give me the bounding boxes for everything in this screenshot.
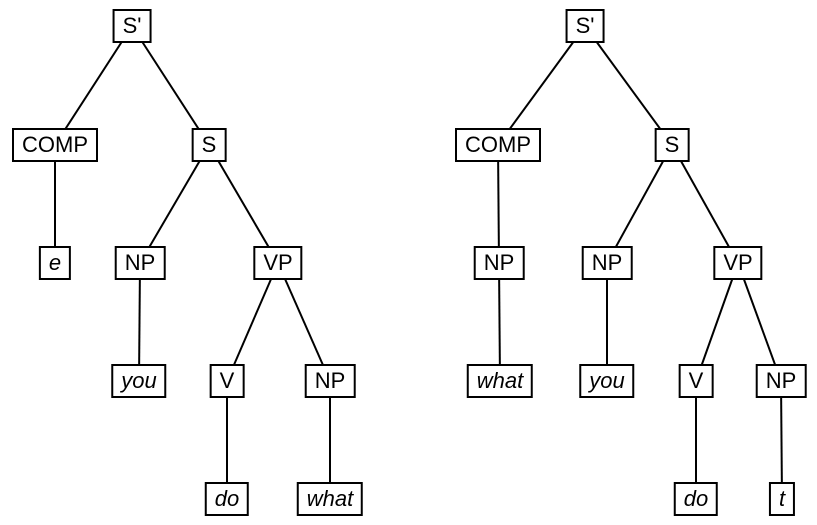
right-tree-node-sbar: S' xyxy=(565,9,605,43)
left-tree-node-what: what xyxy=(296,482,364,516)
left-tree-edge-s-vp xyxy=(208,144,279,264)
right-tree-node-comp: COMP xyxy=(455,128,541,162)
left-tree-edge-vp-v xyxy=(226,262,279,382)
right-tree-edge-vp-v xyxy=(695,262,739,382)
left-tree-edge-sbar-comp xyxy=(54,25,133,146)
left-tree-node-v: V xyxy=(209,364,245,398)
left-tree-node-e: e xyxy=(38,246,72,280)
right-tree-node-np-obj: NP xyxy=(755,364,807,398)
right-tree-edge-np-obj-t xyxy=(780,380,783,500)
left-tree-node-np-subj: NP xyxy=(114,246,166,280)
right-tree-node-what: what xyxy=(466,364,534,398)
right-tree-edge-s-vp xyxy=(671,144,739,264)
left-tree-edge-np-subj-you xyxy=(138,262,141,382)
right-tree-node-do: do xyxy=(673,482,719,516)
left-tree-edge-s-np-subj xyxy=(139,144,210,264)
right-tree-edge-vp-np-obj xyxy=(737,262,782,382)
left-tree-node-s: S xyxy=(191,128,227,162)
right-tree-edge-np-comp-what xyxy=(498,262,501,382)
left-tree-node-do: do xyxy=(204,482,250,516)
right-tree-node-you: you xyxy=(579,364,635,398)
left-tree-edge-sbar-s xyxy=(131,25,210,146)
left-tree-node-sbar: S' xyxy=(112,9,152,43)
right-tree-edge-sbar-comp xyxy=(497,25,586,146)
right-tree-node-v: V xyxy=(678,364,714,398)
right-tree-edge-sbar-s xyxy=(584,25,673,146)
right-tree-node-np-subj: NP xyxy=(581,246,633,280)
left-tree-node-np-obj: NP xyxy=(304,364,356,398)
right-tree-node-s: S xyxy=(654,128,690,162)
right-tree-edge-comp-np-comp xyxy=(497,144,500,264)
left-tree-node-comp: COMP xyxy=(12,128,98,162)
left-tree-node-vp: VP xyxy=(253,246,303,280)
right-tree-node-np-comp: NP xyxy=(473,246,525,280)
right-tree-node-t: t xyxy=(768,482,796,516)
left-tree-edge-vp-np-obj xyxy=(277,262,331,382)
left-tree-node-you: you xyxy=(111,364,167,398)
right-tree-node-vp: VP xyxy=(713,246,763,280)
right-tree-edge-s-np-subj xyxy=(606,144,673,264)
